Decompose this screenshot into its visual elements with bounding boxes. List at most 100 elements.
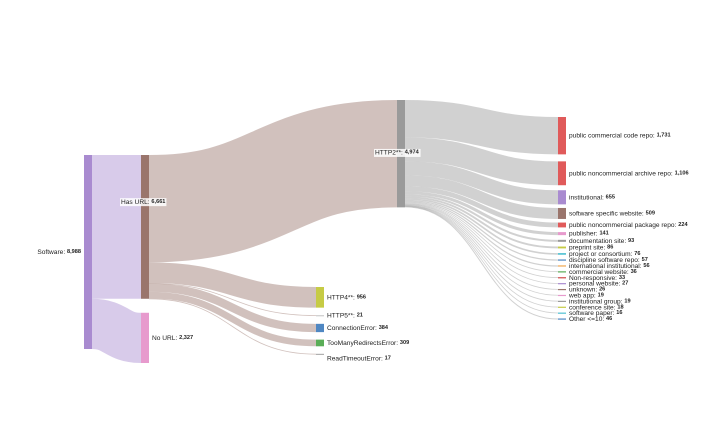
- label-name-conf_site: conference site:: [569, 304, 617, 311]
- link-http2-comm_site: [404, 202, 559, 273]
- node-http4: [316, 287, 324, 308]
- label-name-sw_paper: software paper:: [569, 310, 616, 317]
- label-value-timeout_err: 17: [385, 356, 391, 362]
- label-name-personal: personal website:: [569, 280, 622, 287]
- node-software: [84, 155, 92, 349]
- link-has_url-redir_err: [148, 291, 317, 347]
- label-name-timeout_err: ReadTimeoutError:: [327, 355, 385, 362]
- label-name-redir_err: TooManyRedirectsError:: [327, 340, 400, 347]
- sankey-links: [90, 99, 559, 364]
- label-value-http4: 956: [357, 295, 366, 301]
- link-http2-other: [404, 206, 559, 320]
- label-name-institutional: institutional:: [569, 194, 606, 201]
- label-value-preprint: 86: [607, 245, 613, 251]
- node-institutional: [558, 190, 566, 205]
- node-sw_paper: [558, 312, 566, 314]
- link-software-no_url: [90, 298, 143, 364]
- node-redir_err: [316, 339, 324, 347]
- label-other: Other <=10: 46: [569, 316, 612, 323]
- label-name-http2: HTTP2**:: [375, 149, 405, 156]
- label-value-redir_err: 309: [400, 340, 409, 346]
- link-has_url-http2: [148, 100, 398, 263]
- label-value-inst_group: 19: [624, 299, 630, 305]
- label-name-pub_code: public commercial code repo:: [569, 132, 657, 139]
- link-has_url-http5: [148, 282, 317, 316]
- label-project: project or consortium: 76: [569, 251, 640, 258]
- label-value-http5: 21: [357, 313, 363, 319]
- label-name-software: Software:: [37, 249, 67, 256]
- link-has_url-timeout_err: [148, 298, 317, 355]
- link-http2-inst_group: [404, 205, 559, 302]
- label-institutional: institutional: 655: [569, 194, 615, 201]
- node-no_url: [141, 312, 149, 363]
- node-conf_site: [558, 306, 566, 308]
- label-name-discipline: discipline software repo:: [569, 257, 642, 264]
- label-value-pub_code: 1,731: [657, 133, 671, 139]
- label-name-pub_noncomm: public noncommercial archive repo:: [569, 170, 675, 177]
- label-name-other: Other <=10:: [569, 316, 606, 323]
- label-conn_err: ConnectionError: 384: [327, 325, 389, 332]
- label-name-publisher: publisher:: [569, 230, 599, 237]
- node-webapp: [558, 294, 566, 297]
- label-value-discipline: 57: [642, 258, 648, 264]
- label-software: Software: 8,988: [37, 249, 81, 256]
- label-value-no_url: 2,327: [179, 335, 193, 341]
- label-name-unknown: unknown:: [569, 286, 599, 293]
- label-redir_err: TooManyRedirectsError: 309: [327, 340, 409, 347]
- link-http2-pub_pkg: [404, 186, 559, 228]
- node-pub_pkg: [558, 222, 566, 228]
- node-discipline: [558, 259, 566, 261]
- link-has_url-conn_err: [148, 283, 317, 333]
- link-http2-webapp: [404, 204, 559, 296]
- link-http2-pub_code: [404, 99, 559, 155]
- label-value-conf_site: 18: [617, 305, 623, 311]
- label-name-inst_group: institutional group:: [569, 298, 624, 305]
- label-name-webapp: web app:: [568, 292, 598, 299]
- node-inst_group: [558, 300, 566, 302]
- label-name-intl_inst: international institutional:: [569, 263, 643, 270]
- label-value-pub_pkg: 224: [678, 222, 688, 228]
- label-name-comm_site: commercial website:: [569, 269, 631, 276]
- label-value-software: 8,988: [67, 249, 81, 255]
- label-name-conn_err: ConnectionError:: [327, 325, 379, 332]
- label-pub_pkg: public noncommercial package repo: 224: [569, 222, 688, 229]
- node-nonresp: [558, 277, 566, 279]
- label-http2: HTTP2**: 4,974: [375, 149, 420, 156]
- label-inst_group: institutional group: 19: [569, 298, 631, 305]
- node-intl_inst: [558, 265, 566, 267]
- label-doc_site: documentation site: 93: [569, 238, 634, 245]
- node-http5: [316, 315, 324, 317]
- label-value-other: 46: [606, 317, 612, 323]
- link-has_url-http4: [148, 262, 317, 308]
- node-preprint: [558, 246, 566, 249]
- node-conn_err: [316, 323, 324, 333]
- label-bg-has_url: [120, 198, 167, 207]
- label-value-project: 76: [634, 251, 640, 257]
- label-value-intl_inst: 56: [643, 263, 649, 269]
- label-value-unknown: 26: [599, 287, 605, 293]
- label-name-project: project or consortium:: [569, 251, 634, 258]
- label-http5: HTTP5**: 21: [327, 312, 363, 319]
- node-publisher: [558, 232, 566, 236]
- label-name-has_url: Has URL:: [121, 199, 151, 206]
- node-pub_noncomm: [558, 161, 566, 186]
- label-publisher: publisher: 141: [569, 230, 609, 237]
- label-no_url: No URL: 2,327: [152, 335, 193, 342]
- label-nonresp: Non-responsive: 33: [569, 275, 625, 282]
- label-value-sw_paper: 16: [616, 311, 622, 317]
- label-name-doc_site: documentation site:: [569, 238, 628, 245]
- label-intl_inst: international institutional: 56: [569, 263, 650, 270]
- link-http2-institutional: [404, 161, 559, 205]
- label-value-comm_site: 36: [631, 269, 637, 275]
- link-http2-publisher: [404, 191, 559, 236]
- link-http2-conf_site: [404, 205, 559, 308]
- node-comm_site: [558, 271, 566, 273]
- link-http2-project: [404, 198, 559, 255]
- node-doc_site: [558, 239, 566, 242]
- label-value-pub_noncomm: 1,106: [675, 171, 689, 177]
- label-value-doc_site: 93: [628, 238, 634, 244]
- label-value-personal: 27: [622, 281, 628, 287]
- link-http2-doc_site: [404, 194, 559, 242]
- label-value-conn_err: 384: [379, 325, 389, 331]
